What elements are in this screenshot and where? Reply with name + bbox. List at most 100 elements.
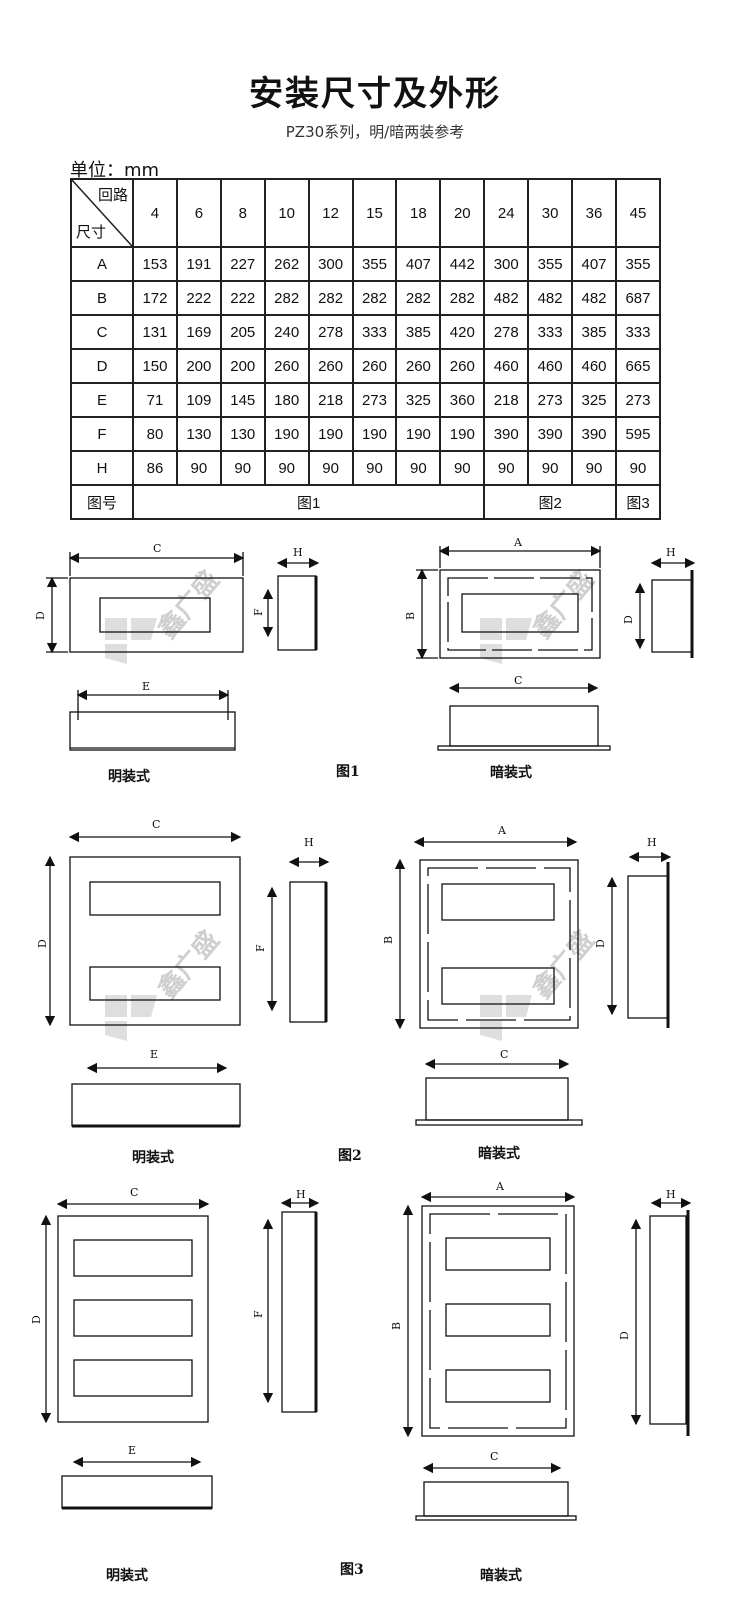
fig2-flush-side — [606, 851, 672, 1028]
table-cell: 200 — [219, 348, 266, 384]
table-cell: 482 — [483, 280, 530, 316]
table-cell: 90 — [571, 450, 617, 486]
corner-circuits-label: 回路 — [97, 187, 128, 204]
table-cell: 282 — [439, 280, 486, 316]
dimension-table: 回路 尺寸 4 6 8 10 12 15 18 20 24 30 36 45 A… — [70, 178, 662, 520]
table-cell: 355 — [527, 246, 574, 282]
fig1-flush-side — [634, 557, 696, 658]
dim-label: F — [254, 944, 267, 952]
table-cell: 482 — [571, 280, 617, 316]
fig1-flush-front — [416, 545, 602, 660]
dim-label: C — [514, 674, 522, 687]
circuit-header: 8 — [219, 178, 266, 248]
dim-label: B — [404, 612, 417, 620]
figure-number-row: 图号 图1 图2 图3 — [70, 484, 662, 520]
table-cell: 282 — [263, 280, 310, 316]
table-cell: 218 — [483, 382, 530, 418]
surface-mount-caption: 明装式 — [132, 1149, 174, 1166]
table-cell: 153 — [132, 246, 178, 282]
table-cell: 169 — [175, 314, 222, 350]
fig1-surface-top — [69, 689, 236, 751]
table-cell: 278 — [483, 314, 530, 350]
circuit-header: 10 — [263, 178, 310, 248]
table-cell: 130 — [219, 416, 266, 452]
table-cell: 90 — [307, 450, 354, 486]
table-cell: 282 — [351, 280, 398, 316]
dim-label: D — [30, 1315, 43, 1324]
fig3-flush-top — [415, 1462, 577, 1521]
surface-mount-caption: 明装式 — [106, 1567, 148, 1584]
table-cell: 273 — [527, 382, 574, 418]
dim-label: B — [390, 1322, 403, 1330]
dim-label: C — [500, 1048, 508, 1061]
table-cell: 407 — [395, 246, 442, 282]
dim-label: C — [153, 542, 161, 555]
table-cell: 240 — [263, 314, 310, 350]
dim-label: D — [618, 1331, 631, 1340]
svg-text:鑫广盛: 鑫广盛 — [152, 925, 226, 1005]
fig3-flush-side — [630, 1197, 692, 1436]
table-cell: 191 — [175, 246, 222, 282]
table-cell: 360 — [439, 382, 486, 418]
dim-label: A — [497, 824, 507, 837]
fig1-surface-side — [262, 557, 320, 651]
table-cell: 190 — [395, 416, 442, 452]
fig3-caption: 图3 — [340, 1562, 364, 1578]
table-cell: 190 — [263, 416, 310, 452]
fig2-caption: 图2 — [338, 1148, 362, 1164]
fig2-flush-front — [394, 836, 579, 1030]
table-cell: 390 — [483, 416, 530, 452]
table-cell: 385 — [395, 314, 442, 350]
fig3-flush-front — [402, 1191, 576, 1438]
table-cell: 262 — [263, 246, 310, 282]
circuit-header: 15 — [351, 178, 398, 248]
table-cell: 665 — [614, 348, 662, 384]
flush-mount-caption: 暗装式 — [478, 1145, 520, 1162]
circuit-header: 20 — [439, 178, 486, 248]
fig1-surface-front — [46, 552, 245, 654]
table-cell: 460 — [483, 348, 530, 384]
dim-label: H — [666, 546, 676, 559]
fig1-caption: 图1 — [336, 764, 360, 780]
dim-label: D — [594, 939, 607, 948]
dim-label: H — [666, 1188, 676, 1201]
circuit-header: 6 — [175, 178, 222, 248]
table-cell: 390 — [571, 416, 617, 452]
table-cell: 390 — [527, 416, 574, 452]
flush-mount-caption: 暗装式 — [490, 764, 532, 781]
table-cell: 80 — [132, 416, 178, 452]
dimension-label: C — [70, 314, 134, 350]
svg-text:鑫广盛: 鑫广盛 — [527, 925, 601, 1005]
table-cell: 300 — [483, 246, 530, 282]
dim-label: A — [495, 1180, 505, 1193]
table-cell: 282 — [307, 280, 354, 316]
surface-mount-caption: 明装式 — [108, 768, 150, 785]
table-cell: 90 — [175, 450, 222, 486]
table-cell: 355 — [351, 246, 398, 282]
circuit-header: 24 — [483, 178, 530, 248]
table-cell: 595 — [614, 416, 662, 452]
fig-group-3: 图3 — [614, 484, 662, 520]
table-cell: 222 — [219, 280, 266, 316]
dim-label: C — [490, 1450, 498, 1463]
circuit-header: 4 — [132, 178, 178, 248]
table-cell: 71 — [132, 382, 178, 418]
page-title: 安装尺寸及外形 — [249, 74, 501, 114]
page-subtitle: PZ30系列，明/暗两装参考 — [285, 123, 465, 141]
table-cell: 460 — [571, 348, 617, 384]
fig3-surface-side — [262, 1197, 320, 1413]
table-cell: 86 — [132, 450, 178, 486]
table-cell: 190 — [307, 416, 354, 452]
table-cell: 172 — [132, 280, 178, 316]
table-cell: 420 — [439, 314, 486, 350]
table-cell: 442 — [439, 246, 486, 282]
fig-row-label: 图号 — [70, 484, 134, 520]
table-cell: 260 — [351, 348, 398, 384]
dim-label: E — [142, 680, 150, 693]
